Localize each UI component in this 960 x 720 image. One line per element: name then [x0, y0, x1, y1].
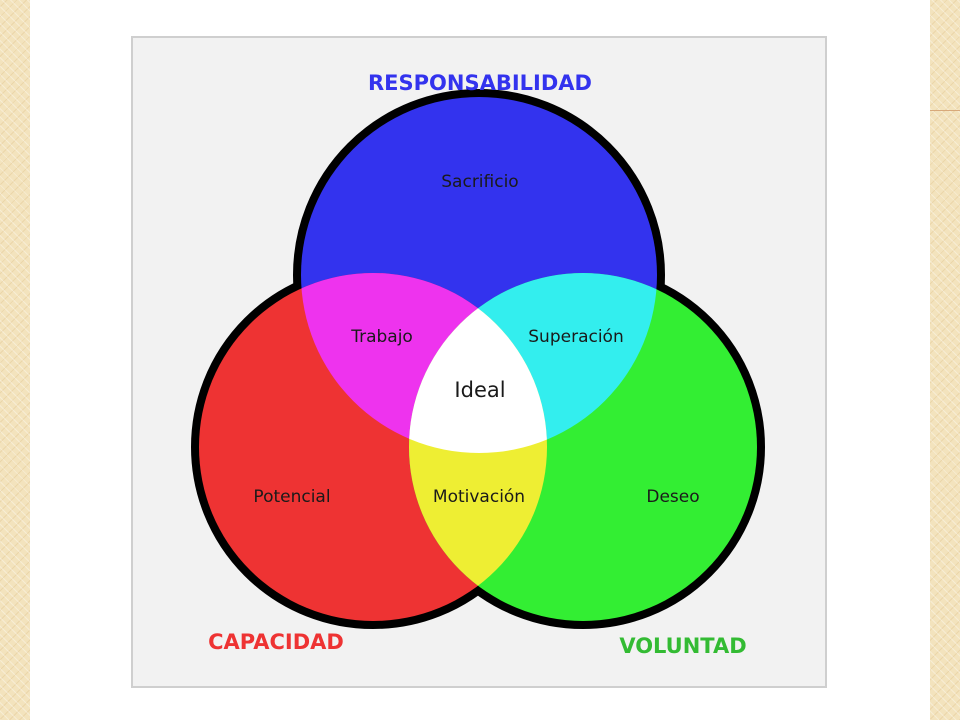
motivacion-label: Motivación	[433, 487, 525, 507]
potencial-label: Potencial	[253, 487, 330, 507]
ideal-region	[409, 273, 547, 453]
sacrificio-label: Sacrificio	[441, 172, 518, 192]
trabajo-label: Trabajo	[350, 327, 413, 347]
deseo-label: Deseo	[646, 487, 699, 507]
left-decorative-border	[0, 0, 30, 720]
ideal-label: Ideal	[454, 378, 505, 402]
right-border-rule	[930, 110, 960, 111]
right-decorative-border	[930, 0, 960, 720]
voluntad-title: VOLUNTAD	[619, 634, 746, 658]
capacidad-title: CAPACIDAD	[208, 630, 344, 654]
responsabilidad-title: RESPONSABILIDAD	[368, 71, 592, 95]
superacion-label: Superación	[528, 327, 623, 347]
